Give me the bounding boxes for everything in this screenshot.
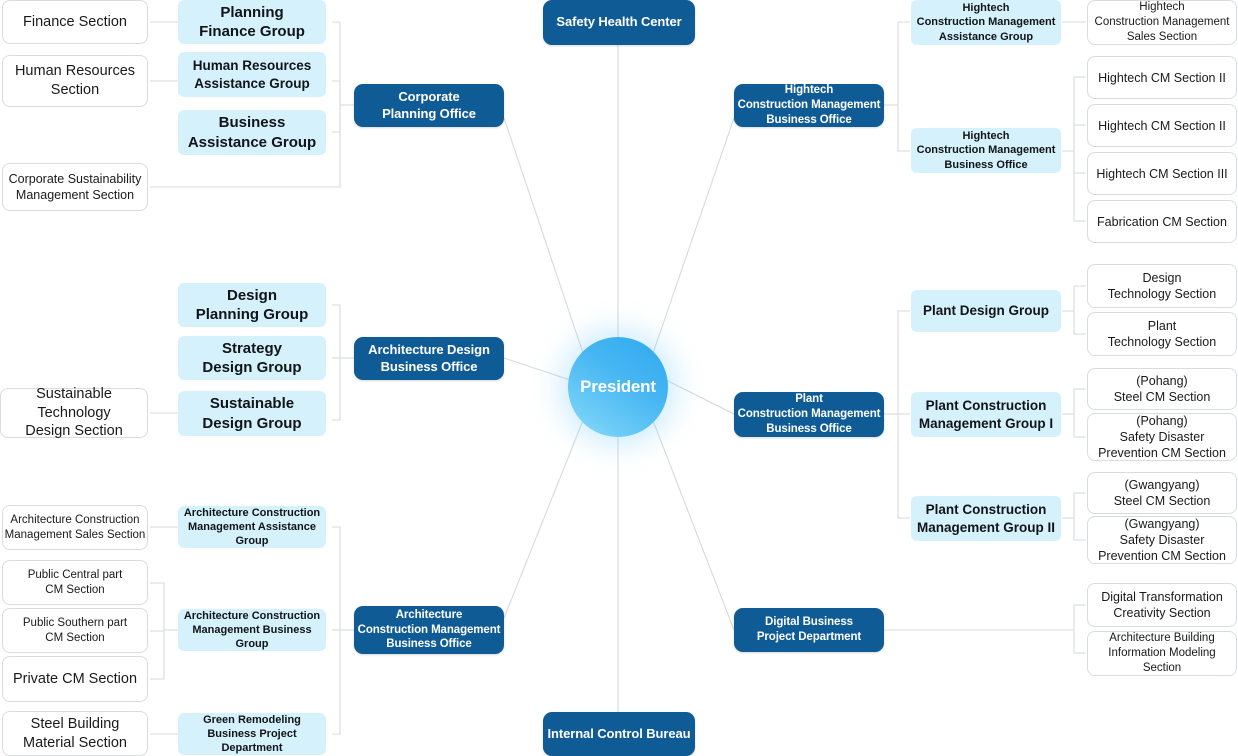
section-finance[interactable]: Finance Section — [2, 0, 148, 44]
section-pohang-steel-cm[interactable]: (Pohang) Steel CM Section — [1087, 368, 1237, 410]
node-label: Public Central part CM Section — [27, 568, 123, 596]
node-label: Safety Health Center — [556, 14, 682, 30]
section-gwangyang-safety-disaster-prevention-cm[interactable]: (Gwangyang) Safety Disaster Prevention C… — [1087, 516, 1237, 564]
group-human-resources-assistance[interactable]: Human Resources Assistance Group — [178, 52, 326, 97]
node-label: Architecture Construction Management Bus… — [357, 608, 501, 651]
president-node[interactable]: President — [568, 337, 668, 437]
node-label: Human Resources Section — [14, 63, 136, 98]
section-fabrication-cm[interactable]: Fabrication CM Section — [1087, 200, 1237, 243]
node-label: Plant Construction Management Business O… — [737, 393, 881, 435]
section-pohang-safety-disaster-prevention-cm[interactable]: (Pohang) Safety Disaster Prevention CM S… — [1087, 413, 1237, 461]
node-label: Plant Design Group — [922, 303, 1049, 319]
node-label: Corporate Planning Office — [382, 88, 476, 121]
section-hightech-cm-3[interactable]: Hightech CM Section III — [1087, 152, 1237, 195]
node-label: (Gwangyang) Safety Disaster Prevention C… — [1098, 517, 1226, 563]
node-label: Architecture Construction Management Sal… — [4, 513, 146, 541]
office-hightech-construction-management[interactable]: Hightech Construction Management Busines… — [734, 84, 884, 127]
node-label: Architecture Construction Management Ass… — [183, 506, 321, 548]
node-label: Digital Transformation Creativity Sectio… — [1101, 590, 1223, 620]
group-planning-finance[interactable]: Planning Finance Group — [178, 0, 326, 44]
node-safety-health-center[interactable]: Safety Health Center — [543, 0, 695, 45]
node-label: Hightech Construction Management Busines… — [737, 84, 881, 126]
node-label: Hightech Construction Management Sales S… — [1094, 1, 1230, 43]
section-hightech-cm-2b[interactable]: Hightech CM Section II — [1087, 104, 1237, 147]
node-label: (Pohang) Safety Disaster Prevention CM S… — [1098, 414, 1226, 460]
group-business-assistance[interactable]: Business Assistance Group — [178, 110, 326, 155]
section-private-cm[interactable]: Private CM Section — [2, 656, 148, 702]
node-label: Design Technology Section — [1107, 271, 1217, 301]
node-label: (Pohang) Steel CM Section — [1113, 374, 1211, 404]
group-strategy-design[interactable]: Strategy Design Group — [178, 336, 326, 380]
section-architecture-building-information-modeling[interactable]: Architecture Building Information Modeli… — [1087, 631, 1237, 676]
group-design-planning[interactable]: Design Planning Group — [178, 283, 326, 327]
node-label: Design Planning Group — [195, 286, 309, 323]
office-architecture-construction-management[interactable]: Architecture Construction Management Bus… — [354, 606, 504, 654]
node-label: Business Assistance Group — [187, 114, 317, 151]
node-label: (Gwangyang) Steel CM Section — [1113, 478, 1211, 508]
section-hightech-cm-2a[interactable]: Hightech CM Section II — [1087, 56, 1237, 99]
group-plant-design[interactable]: Plant Design Group — [911, 290, 1061, 332]
group-green-remodeling[interactable]: Green Remodeling Business Project Depart… — [178, 713, 326, 755]
section-human-resources[interactable]: Human Resources Section — [2, 55, 148, 107]
node-label: Architecture Construction Management Bus… — [183, 609, 321, 651]
office-corporate-planning[interactable]: Corporate Planning Office — [354, 84, 504, 127]
group-plant-cm-2[interactable]: Plant Construction Management Group II — [911, 496, 1061, 541]
node-label: Digital Business Project Department — [756, 616, 862, 643]
node-label: Private CM Section — [12, 670, 138, 687]
section-plant-technology[interactable]: Plant Technology Section — [1087, 312, 1237, 356]
node-label: Planning Finance Group — [199, 3, 305, 40]
section-design-technology[interactable]: Design Technology Section — [1087, 264, 1237, 308]
group-plant-cm-1[interactable]: Plant Construction Management Group I — [911, 392, 1061, 437]
node-label: Steel Building Material Section — [23, 715, 127, 751]
group-arch-cm-assistance[interactable]: Architecture Construction Management Ass… — [178, 506, 326, 548]
section-digital-transformation-creativity[interactable]: Digital Transformation Creativity Sectio… — [1087, 583, 1237, 627]
node-label: Green Remodeling Business Project Depart… — [203, 713, 301, 755]
node-label: Hightech CM Section II — [1098, 118, 1226, 133]
president-label: President — [580, 377, 656, 396]
node-label: Plant Construction Management Group II — [916, 502, 1055, 535]
node-internal-control-bureau[interactable]: Internal Control Bureau — [543, 712, 695, 756]
node-label: Internal Control Bureau — [547, 725, 691, 741]
group-arch-cm-business[interactable]: Architecture Construction Management Bus… — [178, 609, 326, 651]
office-plant-construction-management[interactable]: Plant Construction Management Business O… — [734, 392, 884, 437]
node-label: Hightech Construction Management Assista… — [916, 2, 1056, 43]
section-arch-cm-sales[interactable]: Architecture Construction Management Sal… — [2, 505, 148, 550]
node-label: Hightech CM Section III — [1096, 166, 1228, 181]
group-hightech-cm-assistance[interactable]: Hightech Construction Management Assista… — [911, 0, 1061, 45]
node-label: Plant Technology Section — [1107, 319, 1217, 349]
node-label: Public Southern part CM Section — [22, 616, 128, 644]
office-digital-business-project-department[interactable]: Digital Business Project Department — [734, 608, 884, 652]
office-architecture-design[interactable]: Architecture Design Business Office — [354, 337, 504, 380]
node-label: Finance Section — [23, 13, 127, 30]
section-gwangyang-steel-cm[interactable]: (Gwangyang) Steel CM Section — [1087, 472, 1237, 514]
section-hightech-cm-sales[interactable]: Hightech Construction Management Sales S… — [1087, 0, 1237, 45]
section-sustainable-technology-design[interactable]: Sustainable Technology Design Section — [0, 386, 148, 440]
section-steel-building-material[interactable]: Steel Building Material Section — [2, 711, 148, 756]
node-label: Sustainable Design Group — [202, 395, 302, 432]
node-label: Strategy Design Group — [202, 339, 302, 376]
section-public-central-part-cm[interactable]: Public Central part CM Section — [2, 560, 148, 605]
section-public-southern-part-cm[interactable]: Public Southern part CM Section — [2, 608, 148, 653]
node-label: Corporate Sustainability Management Sect… — [8, 172, 142, 202]
node-label: Human Resources Assistance Group — [192, 58, 312, 91]
node-label: Sustainable Technology Design Section — [25, 386, 123, 440]
section-corporate-sustainability-management[interactable]: Corporate Sustainability Management Sect… — [2, 163, 148, 211]
node-label: Hightech Construction Management Busines… — [916, 130, 1056, 171]
node-label: Fabrication CM Section — [1097, 214, 1227, 229]
node-label: Architecture Design Business Office — [368, 341, 490, 374]
group-hightech-cm-business-office[interactable]: Hightech Construction Management Busines… — [911, 128, 1061, 173]
group-sustainable-design[interactable]: Sustainable Design Group — [178, 391, 326, 436]
node-label: Hightech CM Section II — [1098, 70, 1226, 85]
node-label: Plant Construction Management Group I — [918, 398, 1054, 431]
node-label: Architecture Building Information Modeli… — [1108, 632, 1216, 674]
